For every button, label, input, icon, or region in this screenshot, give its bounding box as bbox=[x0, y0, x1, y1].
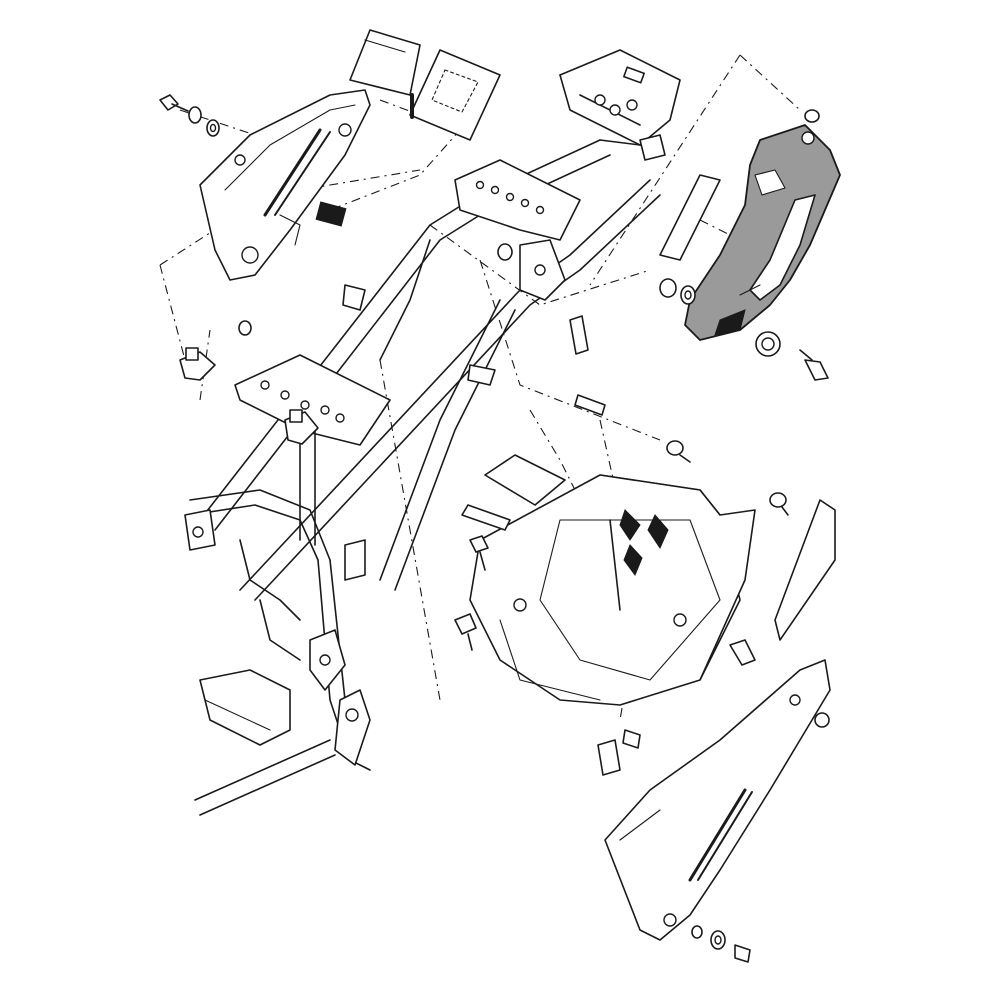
protective-sheet bbox=[774, 499, 836, 641]
battery-box-bolt-b bbox=[454, 613, 477, 651]
mount-damper-left bbox=[179, 347, 216, 381]
foam-strip-left bbox=[461, 504, 511, 531]
nut-washer-set-right-cover bbox=[659, 278, 696, 305]
warning-label-card bbox=[349, 29, 421, 96]
rubber-grommet-top bbox=[804, 109, 820, 123]
grommet-frame-left bbox=[238, 320, 252, 336]
rubber-block-lower-small bbox=[622, 729, 641, 749]
battery-box-bolt-a bbox=[469, 535, 489, 571]
battery-pad bbox=[484, 454, 566, 506]
grommet-right-cover bbox=[814, 712, 830, 728]
right-rear-frame-cover bbox=[684, 124, 841, 341]
main-frame bbox=[184, 49, 681, 816]
bolt-washer-set-bottom bbox=[691, 925, 751, 963]
battery-box-bolt-c bbox=[666, 440, 691, 463]
bolt-washer-set-left bbox=[159, 94, 220, 137]
damper-bolt-right bbox=[729, 639, 756, 666]
rubber-block-a bbox=[569, 315, 589, 355]
rubber-block-lower bbox=[597, 739, 621, 776]
caution-label-card bbox=[409, 49, 501, 141]
left-rear-frame-cover bbox=[199, 89, 371, 281]
battery-box-bolt-d bbox=[769, 492, 789, 516]
grommet-frame-top bbox=[497, 243, 513, 261]
right-side-cover bbox=[604, 659, 831, 941]
rubber-block-b bbox=[574, 394, 606, 416]
grommet-collar bbox=[755, 331, 781, 357]
sticker-striped bbox=[315, 201, 347, 227]
foam-strip-upper bbox=[659, 174, 721, 261]
mount-damper-center bbox=[284, 409, 319, 445]
battery-box bbox=[469, 474, 756, 706]
quick-fastener-right bbox=[799, 349, 829, 381]
